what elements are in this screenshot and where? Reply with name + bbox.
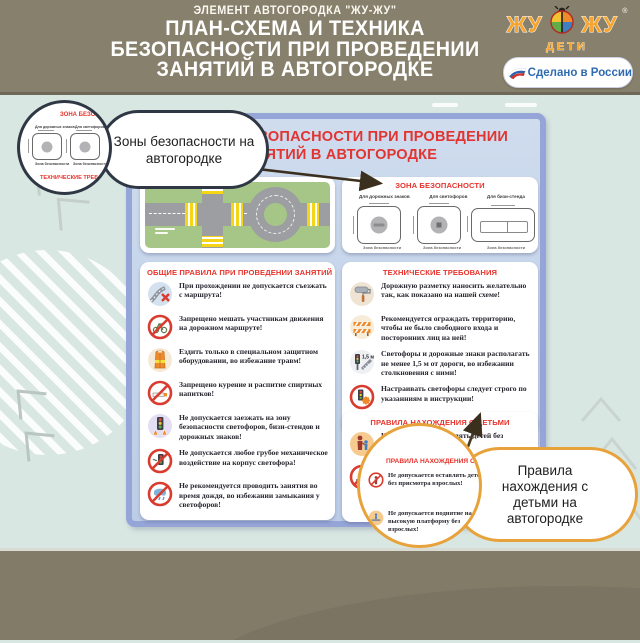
header-band	[0, 0, 640, 95]
mini-zone-sub: Зона безопасности	[35, 162, 70, 166]
children-callout-bubble: Правила нахождения с детьми на автогород…	[452, 447, 638, 542]
tech-item: Рекомендуется ограждать территорию, чтоб…	[349, 314, 531, 342]
rule-text: При прохождении не допускается съезжать …	[179, 281, 327, 300]
page-title-line1: ПЛАН-СХЕМА И ТЕХНИКА	[165, 17, 425, 40]
adult-child-icon	[350, 432, 374, 456]
rule-item: Не допускается любое грубое механическое…	[147, 448, 328, 474]
made-in-russia-badge: Сделано в России	[503, 57, 633, 88]
ladybug-icon	[549, 5, 575, 39]
children-callout-text: Правила нахождения с детьми на автогород…	[501, 462, 589, 526]
mini-children-text: Не допускается поднятие на высокую платф…	[388, 510, 472, 534]
road-scheme-card	[140, 177, 335, 253]
zone-sub-label: Зона безопасности	[363, 245, 402, 250]
barrier-icon	[350, 315, 374, 339]
rule-text: Запрещено мешать участникам движения на …	[179, 314, 324, 333]
mini-zone-label: Для светофоров	[75, 125, 105, 129]
rule-text: Не рекомендуется проводить занятия во вр…	[179, 481, 320, 510]
eyebrow-text: ЭЛЕМЕНТ АВТОГОРОДКА "ЖУ-ЖУ"	[193, 5, 397, 17]
tech-text: Настраивать светофоры следует строго по …	[381, 384, 527, 403]
no-platform-mini-icon	[368, 510, 384, 526]
poster-tab	[432, 103, 458, 107]
road-exit-icon	[148, 282, 172, 306]
no-smoking-icon	[147, 380, 173, 406]
traffic-light-zone-icon	[148, 414, 172, 438]
no-rain-icon	[147, 481, 173, 507]
safety-poster: ТЕХНИКА БЕЗОПАСНОСТИ ПРИ ПРОВЕДЕНИИ ЗАНЯ…	[126, 113, 546, 527]
badge-label: Сделано в России	[527, 66, 632, 79]
logo-word-left: ЖУ	[506, 11, 543, 37]
header-titles: ЭЛЕМЕНТ АВТОГОРОДКА "ЖУ-ЖУ" ПЛАН-СХЕМА И…	[55, 5, 534, 81]
zones-magnifier: ЗОНА БЕЗОПАСНОСТИ Для дорожных знаков Дл…	[17, 100, 112, 195]
rule-item: Запрещено курение и распитие спиртных на…	[147, 380, 328, 406]
rule-item: Запрещено мешать участникам движения на …	[147, 314, 328, 340]
zone-diagrams: Зона безопасности Зона безопасности Зона…	[345, 202, 535, 250]
rule-text: Не допускается любое грубое механическое…	[179, 448, 328, 467]
rule-item: Не допускается заезжать на зону безопасн…	[147, 413, 328, 441]
mini-zone-label: Для дорожных знаков	[35, 125, 75, 129]
paint-roller-icon	[350, 282, 374, 306]
mini-children-heading: ПРАВИЛА НАХОЖДЕНИЯ С ДЕТЬМИ	[386, 458, 479, 465]
rule-text: Ездить только в специальном защитном обо…	[179, 347, 319, 366]
logo-word-right: ЖУ	[581, 11, 618, 37]
zone-sub-label: Зона безопасности	[487, 245, 526, 250]
mini-children-text: Не допускается оставлять детей без присм…	[388, 472, 482, 488]
children-magnifier: ПРАВИЛА НАХОЖДЕНИЯ С ДЕТЬМИ Не допускает…	[357, 423, 482, 548]
zone-label-stand: Для бизи-стенда	[486, 194, 525, 199]
tech-text: Светофоры и дорожные знаки располагать н…	[381, 349, 530, 378]
tech-requirements-card: ТЕХНИЧЕСКИЕ ТРЕБОВАНИЯ Дорожную разметку…	[342, 262, 538, 434]
safety-vest-icon	[148, 348, 172, 372]
safety-zone-heading: ЗОНА БЕЗОПАСНОСТИ	[395, 181, 485, 190]
tech-item: Настраивать светофоры следует строго по …	[349, 384, 531, 410]
zone-sub-label: Зона безопасности	[423, 245, 462, 250]
tech-item: 1,5 м Светофоры и дорожные знаки распола…	[349, 349, 531, 377]
rule-item: Не рекомендуется проводить занятия во вр…	[147, 481, 328, 509]
registered-mark: ®	[622, 8, 628, 15]
chevron-up-left-icon	[40, 181, 98, 239]
no-impact-icon	[147, 448, 173, 474]
tech-requirements-heading: ТЕХНИЧЕСКИЕ ТРЕБОВАНИЯ	[382, 268, 498, 277]
chevron-up-left-icon	[2, 375, 54, 427]
content-area: ТЕХНИКА БЕЗОПАСНОСТИ ПРИ ПРОВЕДЕНИИ ЗАНЯ…	[0, 95, 640, 548]
tech-text: Рекомендуется ограждать территорию, чтоб…	[381, 314, 516, 342]
mini-zone-heading: ЗОНА БЕЗОПАСНОСТИ	[60, 112, 109, 118]
general-rules-heading: ОБЩИЕ ПРАВИЛА ПРИ ПРОВЕДЕНИИ ЗАНЯТИЙ	[147, 268, 333, 277]
poster-tab	[505, 103, 537, 107]
footer-band	[0, 548, 640, 640]
tech-item: Дорожную разметку наносить желательно та…	[349, 281, 531, 307]
rule-text: Запрещено курение и распитие спиртных на…	[179, 380, 323, 399]
zone-label-lights: Для светофоров	[429, 194, 468, 199]
russia-flag-swoosh-icon	[508, 67, 527, 79]
rule-text: Не допускается заезжать на зону безопасн…	[179, 413, 320, 441]
no-interfere-icon	[147, 314, 173, 340]
zones-callout-text: Зоны безопасности на автогородке	[113, 133, 255, 166]
page-title-line2: БЕЗОПАСНОСТИ ПРИ ПРОВЕДЕНИИ	[110, 37, 480, 61]
no-leave-mini-icon	[368, 472, 384, 488]
setup-icon	[349, 385, 375, 410]
children-rules-heading: ПРАВИЛА НАХОЖДЕНИЯ С ДЕТЬМИ	[370, 418, 510, 427]
mini-zone-sub: Зона безопасности	[73, 162, 108, 166]
logo-wordmark: ЖУ ЖУ ®	[497, 5, 637, 41]
road-scheme	[145, 182, 330, 248]
poster-title-line2: ЗАНЯТИЙ В АВТОГОРОДКЕ	[234, 146, 438, 163]
rule-item: При прохождении не допускается съезжать …	[147, 281, 328, 307]
logo-subtitle: ДЕТИ	[546, 41, 588, 54]
chevron-up-left-icon	[10, 417, 62, 469]
chevron-up-icon	[576, 391, 626, 427]
rule-item: Ездить только в специальном защитном обо…	[147, 347, 328, 373]
page-title-line3: ЗАНЯТИЙ В АВТОГОРОДКЕ	[156, 58, 434, 81]
zone-label-signs: Для дорожных знаков	[359, 194, 410, 199]
svg-text:1,5 м: 1,5 м	[362, 355, 374, 361]
general-rules-card: ОБЩИЕ ПРАВИЛА ПРИ ПРОВЕДЕНИИ ЗАНЯТИЙ При…	[140, 262, 335, 520]
safety-zone-card: ЗОНА БЕЗОПАСНОСТИ Для дорожных знаков Дл…	[342, 177, 538, 253]
mini-tech-heading: ТЕХНИЧЕСКИЕ ТРЕБОВАНИЯ	[40, 175, 111, 181]
tech-text: Дорожную разметку наносить желательно та…	[381, 281, 527, 300]
zhu-zhu-logo: ЖУ ЖУ ® ДЕТИ Сделано в России	[497, 5, 637, 88]
distance-icon: 1,5 м	[350, 350, 374, 375]
zones-callout-bubble: Зоны безопасности на автогородке	[99, 110, 269, 189]
